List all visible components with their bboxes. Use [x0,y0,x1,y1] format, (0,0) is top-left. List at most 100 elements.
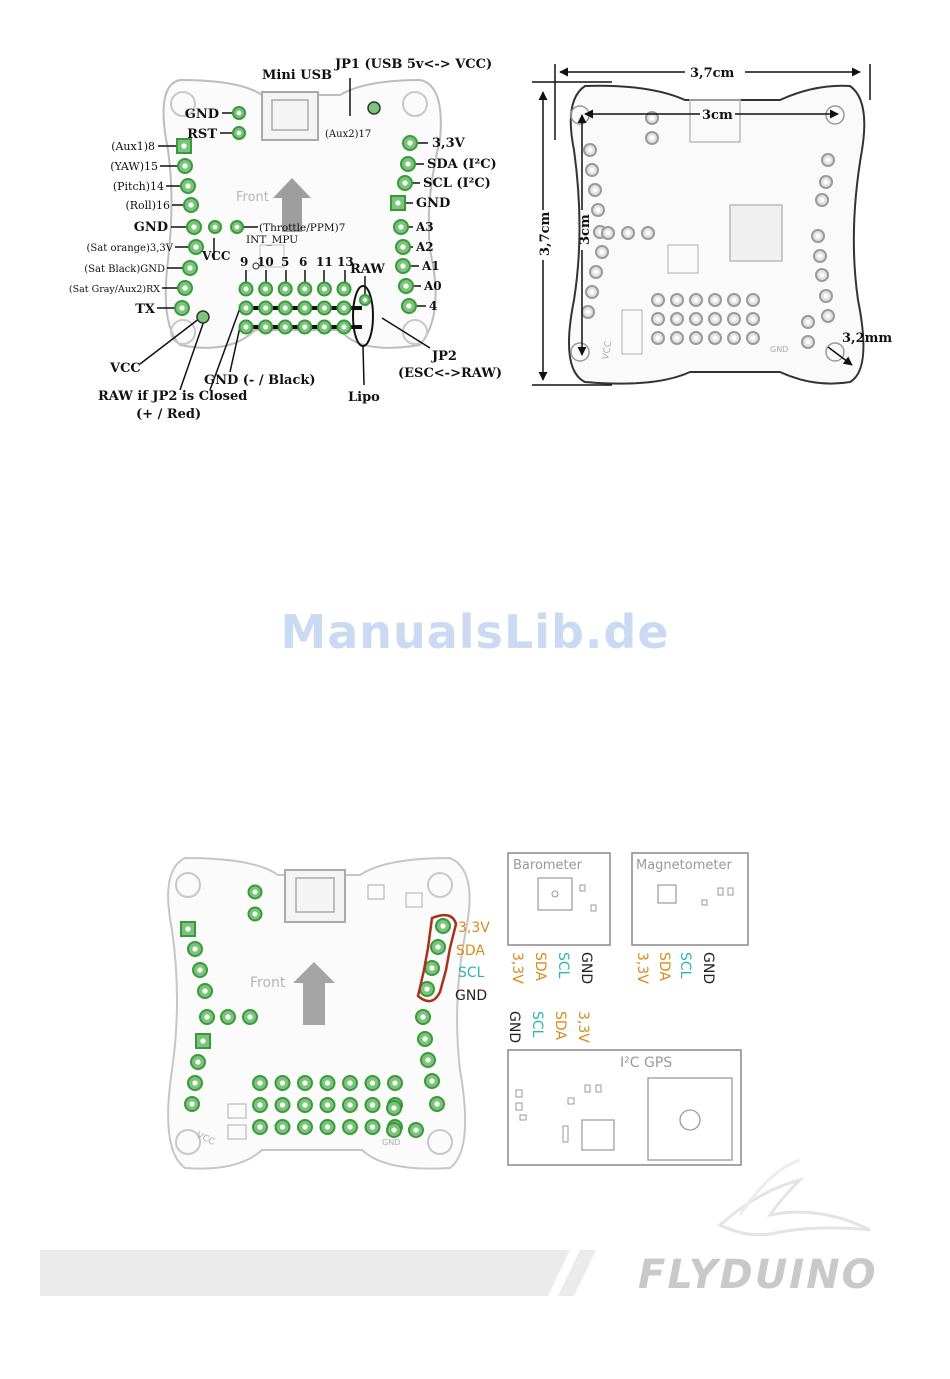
solder-pad-hole [279,1102,286,1108]
dim-gnd-silk: GND [770,345,788,354]
solder-pad-hole [674,316,680,322]
vcc-inner-label: VCC [201,249,230,263]
solder-pad-hole [191,224,197,230]
solder-pad-hole [819,272,825,278]
solder-pad-hole [731,316,737,322]
i2c-board-label: SCL [458,965,485,981]
gps-module [507,1049,742,1166]
solder-pad-hole [302,1080,308,1086]
solder-pad-hole [192,1080,198,1086]
i2c-board-label: SDA [456,943,485,959]
solder-pad-hole [263,286,269,292]
pin-label-right: 4 [429,299,437,313]
solder-pad-hole [182,163,188,169]
solder-pad-hole [263,324,269,330]
solder-pad-hole [823,293,829,299]
solder-pad-hole [182,285,188,291]
solder-pad-hole [188,202,194,208]
raw-label: RAW [350,262,385,277]
solder-pad-hole [429,1078,435,1084]
pin-label-right: A0 [423,279,442,293]
solder-pad-hole [592,187,598,193]
solder-pad-hole [302,1124,308,1130]
mag-pin-label: 3,3V [634,952,650,984]
pin-label-right: A3 [415,220,434,234]
dimension-board-outline [568,84,866,385]
footer-brand: FLYDUINO [40,1158,876,1298]
solder-pad-hole [645,230,651,236]
solder-pad-hole [236,110,242,116]
solder-pad-hole [425,1057,431,1063]
pin-label-left: (Roll)16 [125,199,170,212]
solder-pad-hole [391,1127,397,1133]
solder-pad-hole [595,207,601,213]
solder-pad-hole [212,224,218,230]
solder-pad-hole [825,313,831,319]
solder-pad-hole [252,911,258,917]
solder-pad-hole [369,1080,376,1086]
solder-pad-hole [282,305,288,311]
solder-pad-hole [712,316,718,322]
i2c-front-label: Front [250,975,286,991]
solder-pad-hole [407,140,413,146]
solder-pad-hole [655,335,661,341]
solder-pad-hole [815,233,821,239]
solder-pad-hole [324,1124,331,1130]
solder-pad-hole [341,305,347,311]
solder-pad-hole [185,926,191,932]
solder-pad-hole [655,316,661,322]
pin-label-left: (Sat Black)GND [84,264,165,275]
pinout-diagram: Front [69,57,502,422]
mount-hole [170,91,196,117]
i2c-board-label: 3,3V [458,920,490,936]
gps-pin-label: SDA [552,1011,568,1040]
solder-pad-hole [435,944,441,950]
header-number: 5 [281,255,289,269]
solder-pad-hole [422,1036,428,1042]
footer-band [40,1250,570,1296]
solder-pad [367,101,381,115]
watermark: ManualsLib.de [280,605,670,659]
solder-pad-hole [395,200,401,206]
solder-pad-hole [195,1059,201,1065]
pin-label-right: SDA (I²C) [427,157,497,172]
inner-height-label: 3cm [578,214,593,245]
header-number: 6 [299,255,307,269]
solder-pad-hole [189,1101,195,1107]
pin-label-left: (Sat orange)3,3V [87,243,174,254]
i2c-board-label: GND [455,988,487,1004]
solder-pad-hole [257,1124,263,1130]
solder-pad-hole [347,1124,353,1130]
solder-pad-hole [193,244,199,250]
solder-pad-hole [392,1080,398,1086]
solder-pad-hole [405,161,411,167]
magnetometer-module [631,852,749,946]
solder-pad-hole [693,316,699,322]
int-mpu-label: INT_MPU [246,234,298,246]
mount-hole [402,91,428,117]
plus-red-label: (+ / Red) [136,407,201,422]
solder-pad-hole [179,305,185,311]
pin-label-right: SCL (I²C) [423,176,491,191]
solder-pad-hole [324,1102,331,1108]
pin-label-right: A1 [421,259,440,273]
solder-pad-hole [279,1124,286,1130]
magnetometer-title: Magnetometer [636,858,732,873]
pin-label-right: GND [416,196,450,211]
solder-pad-hole [599,249,605,255]
solder-pad-hole [321,305,327,311]
solder-pad-hole [257,1080,263,1086]
mag-pin-label: SDA [656,952,672,981]
outer-height-label: 3,7cm [538,211,553,256]
solder-pad-hole [341,324,347,330]
throttle-label: (Throttle/PPM)7 [259,222,345,234]
solder-pad-hole [402,180,408,186]
gps-pin-label: GND [506,1011,522,1043]
solder-pad-hole [181,143,187,149]
baro-pin-label: SDA [532,952,548,981]
dim-vcc-silk: VCC [601,340,614,360]
solder-pad-hole [234,224,240,230]
solder-pad-hole [347,1080,353,1086]
pin-label-left: TX [135,302,156,317]
header-number: 10 [257,255,274,269]
